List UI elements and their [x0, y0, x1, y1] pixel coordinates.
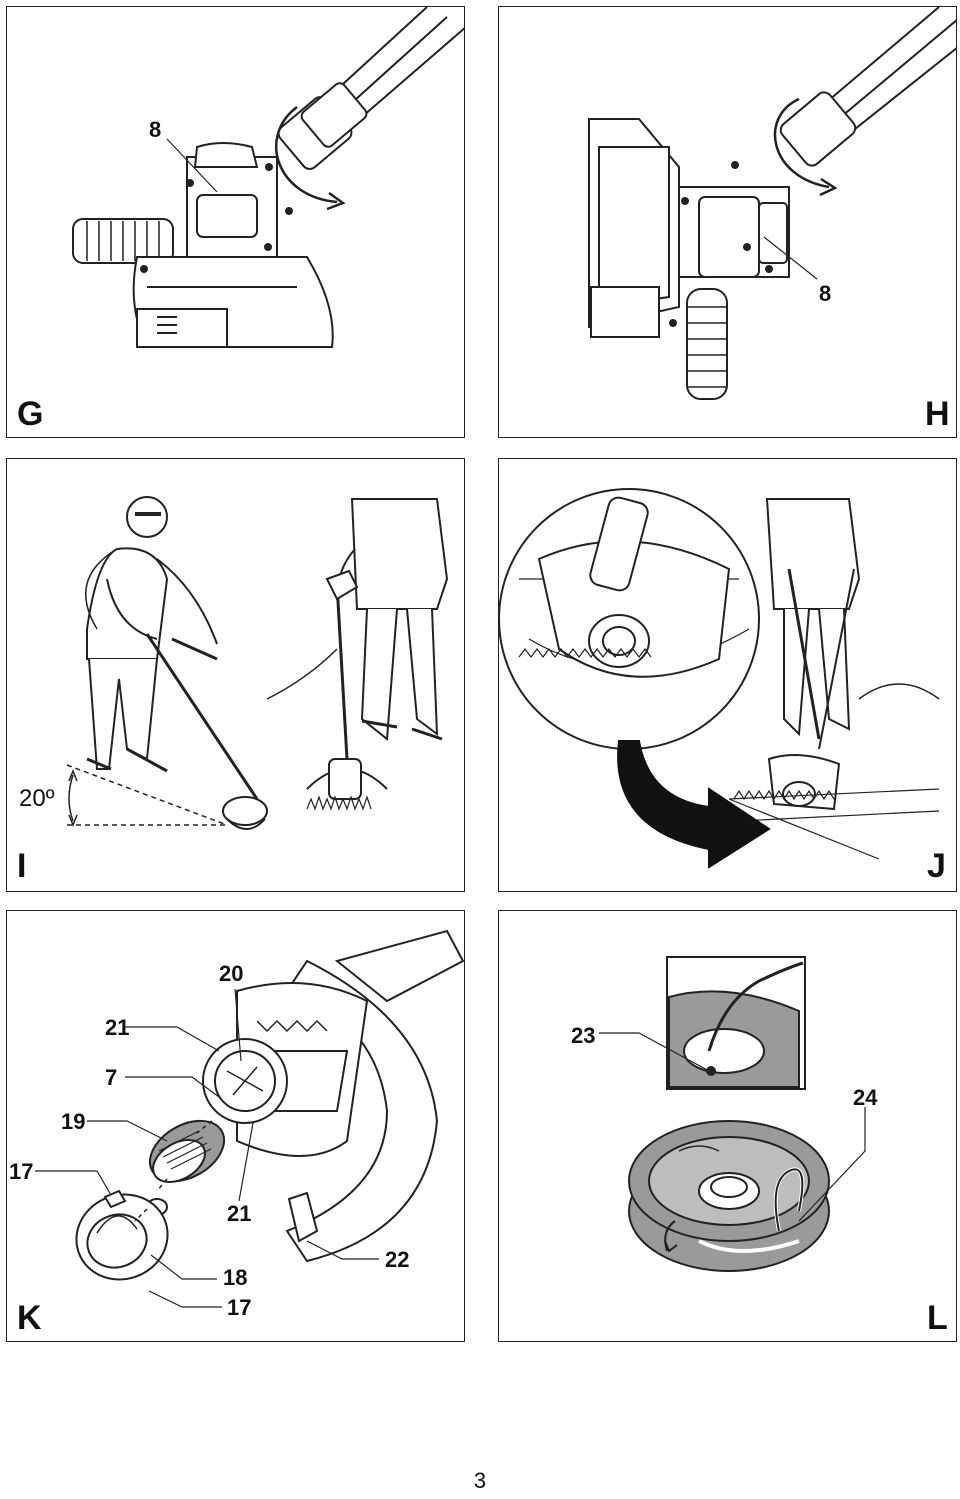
callout-23: 23: [571, 1023, 596, 1048]
callout-20: 20: [219, 961, 244, 986]
callout-8: 8: [819, 281, 832, 306]
page-number: 3: [473, 1468, 487, 1493]
callout-22: 22: [385, 1247, 410, 1272]
panel-letter-h: H: [925, 395, 950, 433]
callout-24: 24: [853, 1085, 878, 1110]
edging-detail-illustration: [499, 488, 940, 869]
callout-7: 7: [105, 1065, 118, 1090]
panel-letter-j: J: [927, 847, 946, 885]
callout-21: 21: [227, 1201, 252, 1226]
panel-j: J: [498, 458, 957, 892]
panel-letter-g: G: [17, 395, 44, 433]
panel-k: 20 21 7 19 17 21 18 22 17 K: [6, 910, 465, 1342]
callout-8: 8: [149, 117, 162, 142]
spool-assembly-exploded-illustration: [35, 929, 464, 1308]
callout-17: 17: [9, 1159, 34, 1184]
panel-letter-i: I: [17, 847, 27, 885]
panel-h: 8 H: [498, 6, 957, 438]
panel-letter-k: K: [17, 1299, 42, 1337]
callout-18: 18: [223, 1265, 248, 1290]
operator-trimming-illustration: [66, 496, 449, 830]
panel-g: 8 G: [6, 6, 465, 438]
trimmer-head-edging-position-illustration: [588, 7, 956, 400]
callout-19: 19: [61, 1109, 86, 1134]
trimmer-head-pivot-illustration: [72, 7, 464, 348]
callout-17: 17: [227, 1295, 252, 1320]
panel-letter-l: L: [927, 1299, 948, 1337]
spool-line-winding-illustration: [599, 956, 866, 1272]
panel-i: 20º I: [6, 458, 465, 892]
panel-l: 23 24 L: [498, 910, 957, 1342]
angle-label: 20º: [19, 785, 55, 812]
callout-21: 21: [105, 1015, 130, 1040]
